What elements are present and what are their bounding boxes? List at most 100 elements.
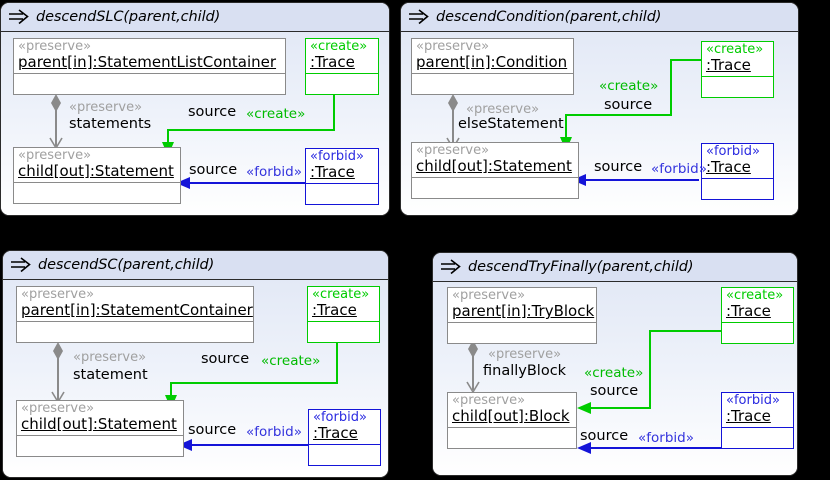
panel-body: «preserve» parent[in]:StatementListConta…	[1, 32, 389, 215]
panel-title: descendCondition(parent,child)	[436, 9, 662, 25]
create-edge-stereotype: «create»	[584, 365, 644, 381]
create-edge-role: source	[604, 97, 653, 113]
object-trace-create-name: :Trace	[310, 53, 355, 71]
object-trace-create[interactable]: «create» :Trace	[305, 38, 379, 95]
panel-title: descendSLC(parent,child)	[36, 9, 221, 25]
panel-header: descendCondition(parent,child)	[401, 3, 798, 32]
panel-header: descendSLC(parent,child)	[1, 3, 389, 32]
object-trace-create-compartment: «create» :Trace	[702, 42, 773, 77]
object-child-attributes	[412, 178, 578, 191]
object-parent[interactable]: «preserve» parent[in]:StatementContainer	[16, 286, 254, 343]
object-trace-create-attributes	[702, 77, 773, 90]
object-trace-forbid-stereotype: «forbid»	[313, 410, 367, 425]
object-trace-create-name: :Trace	[706, 56, 751, 74]
object-child[interactable]: «preserve» child[out]:Statement	[16, 400, 184, 457]
rule-panel-descendSLC[interactable]: descendSLC(parent,child) «preserve» pare…	[0, 2, 390, 216]
object-parent-name: parent[in]:StatementListContainer	[18, 53, 277, 71]
panel-header: descendTryFinally(parent,child)	[433, 253, 797, 282]
object-trace-create-attributes	[308, 322, 379, 335]
composition-role: statements	[69, 116, 152, 132]
object-trace-forbid[interactable]: «forbid» :Trace	[305, 148, 379, 205]
rule-panel-descendTryFinally[interactable]: descendTryFinally(parent,child) «preserv…	[432, 252, 798, 476]
object-trace-create[interactable]: «create» :Trace	[721, 287, 794, 344]
object-trace-forbid-name: :Trace	[313, 424, 358, 442]
object-child[interactable]: «preserve» child[out]:Statement	[411, 142, 579, 199]
object-parent[interactable]: «preserve» parent[in]:StatementListConta…	[13, 38, 286, 95]
object-trace-forbid-stereotype: «forbid»	[706, 144, 760, 159]
object-parent-compartment: «preserve» parent[in]:Condition	[412, 39, 573, 74]
object-trace-create-compartment: «create» :Trace	[308, 287, 379, 322]
object-trace-forbid-compartment: «forbid» :Trace	[722, 393, 793, 428]
panel-body: «preserve» parent[in]:StatementContainer…	[3, 280, 388, 477]
object-child-name: child[out]:Statement	[416, 157, 572, 175]
object-parent-compartment: «preserve» parent[in]:StatementContainer	[17, 287, 253, 322]
forbid-edge-role: source	[594, 159, 643, 175]
object-trace-forbid[interactable]: «forbid» :Trace	[701, 143, 774, 200]
object-parent[interactable]: «preserve» parent[in]:Condition	[411, 38, 574, 95]
create-edge-stereotype: «create»	[599, 78, 659, 94]
object-trace-forbid-compartment: «forbid» :Trace	[702, 144, 773, 179]
object-child-compartment: «preserve» child[out]:Statement	[412, 143, 578, 178]
object-parent-stereotype: «preserve»	[416, 39, 490, 54]
object-trace-create-stereotype: «create»	[312, 287, 370, 302]
object-trace-create-compartment: «create» :Trace	[722, 288, 793, 323]
rule-panel-descendSC[interactable]: descendSC(parent,child) «preserve» paren…	[2, 250, 389, 478]
object-parent-stereotype: «preserve»	[452, 288, 526, 303]
object-child-stereotype: «preserve»	[416, 143, 490, 158]
object-child-attributes	[448, 428, 576, 441]
object-trace-create-stereotype: «create»	[726, 288, 784, 303]
create-edge-role: source	[201, 351, 250, 367]
forbid-edge-stereotype: «forbid»	[246, 164, 302, 180]
object-child-name: child[out]:Statement	[21, 415, 177, 433]
composition-stereotype: «preserve»	[466, 102, 540, 117]
object-child-compartment: «preserve» child[out]:Statement	[14, 148, 180, 183]
composition-role: statement	[73, 367, 148, 383]
object-trace-create-stereotype: «create»	[310, 39, 368, 54]
object-parent-name: parent[in]:Condition	[416, 53, 568, 71]
composition-role: elseStatement	[458, 116, 564, 132]
object-child-attributes	[14, 183, 180, 196]
object-parent-compartment: «preserve» parent[in]:StatementListConta…	[14, 39, 285, 74]
create-edge-stereotype: «create»	[246, 106, 306, 122]
forbid-edge-stereotype: «forbid»	[638, 430, 694, 446]
panel-body: «preserve» parent[in]:Condition «preserv…	[401, 32, 798, 215]
rule-arrow-icon	[441, 259, 461, 275]
object-trace-create[interactable]: «create» :Trace	[701, 41, 774, 98]
rule-panel-descendCondition[interactable]: descendCondition(parent,child) «preserve…	[400, 2, 799, 216]
object-parent-attributes	[448, 323, 596, 336]
object-child[interactable]: «preserve» child[out]:Statement	[13, 147, 181, 204]
composition-role: finallyBlock	[483, 363, 567, 379]
object-trace-forbid-attributes	[722, 428, 793, 441]
object-trace-forbid[interactable]: «forbid» :Trace	[721, 392, 794, 449]
object-child[interactable]: «preserve» child[out]:Block	[447, 392, 577, 449]
create-edge-role: source	[590, 383, 639, 399]
object-child-stereotype: «preserve»	[18, 148, 92, 163]
object-parent-name: parent[in]:StatementContainer	[21, 301, 253, 319]
object-trace-create-stereotype: «create»	[706, 42, 764, 57]
forbid-edge-role: source	[580, 428, 629, 444]
object-trace-forbid-stereotype: «forbid»	[310, 149, 364, 164]
object-trace-forbid-attributes	[306, 184, 378, 197]
object-trace-create-name: :Trace	[312, 301, 357, 319]
object-trace-create[interactable]: «create» :Trace	[307, 286, 380, 343]
object-parent-compartment: «preserve» parent[in]:TryBlock	[448, 288, 596, 323]
object-trace-create-compartment: «create» :Trace	[306, 39, 378, 74]
object-child-attributes	[17, 436, 183, 449]
object-trace-forbid-compartment: «forbid» :Trace	[306, 149, 378, 184]
object-parent-attributes	[14, 74, 285, 87]
rule-arrow-icon	[409, 9, 429, 25]
object-child-name: child[out]:Block	[452, 407, 570, 425]
object-trace-create-attributes	[306, 74, 378, 87]
forbid-edge-role: source	[188, 422, 237, 438]
object-trace-forbid-attributes	[702, 179, 773, 192]
object-parent-stereotype: «preserve»	[21, 287, 95, 302]
object-trace-forbid-name: :Trace	[726, 407, 771, 425]
object-parent-attributes	[412, 74, 573, 87]
forbid-edge-role: source	[189, 162, 238, 178]
panel-body: «preserve» parent[in]:TryBlock «preserve…	[433, 282, 797, 475]
forbid-edge-stereotype: «forbid»	[246, 424, 302, 440]
object-trace-create-name: :Trace	[726, 302, 771, 320]
object-trace-forbid[interactable]: «forbid» :Trace	[308, 409, 381, 466]
composition-stereotype: «preserve»	[69, 100, 143, 115]
object-parent[interactable]: «preserve» parent[in]:TryBlock	[447, 287, 597, 344]
